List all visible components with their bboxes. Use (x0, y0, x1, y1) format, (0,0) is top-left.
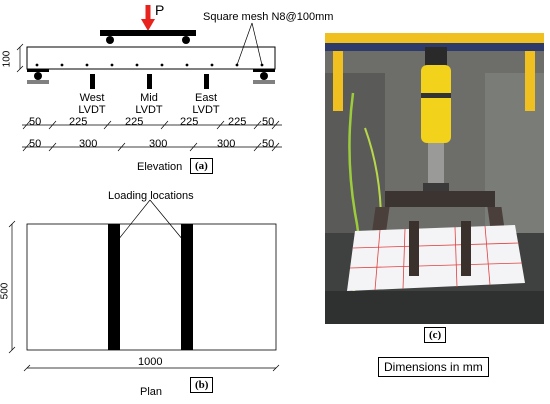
dim-row2-2: 300 (149, 138, 168, 150)
mesh-leader-2 (251, 22, 263, 66)
lvdt-east-line2: LVDT (192, 104, 220, 116)
plan-drawing (8, 199, 280, 372)
dim-row2-0: 50 (29, 138, 42, 150)
dim-row2-3: 300 (217, 138, 236, 150)
support-left (27, 69, 49, 84)
lvdt-mid (147, 74, 152, 89)
length-label: 1000 (138, 356, 163, 368)
lvdt-west-line1: West (79, 92, 105, 104)
lvdt-west-line2: LVDT (78, 104, 106, 116)
lvdt-east-label: East LVDT (186, 92, 226, 116)
load-label: P (155, 2, 165, 18)
lvdt-mid-line1: Mid (140, 92, 158, 104)
loading-locations-label: Loading locations (108, 190, 194, 202)
loading-strip-right (181, 224, 193, 350)
depth-label: 100 (1, 50, 13, 68)
loading-strip-left (108, 224, 120, 350)
dim-row1-4: 225 (228, 116, 247, 128)
dim-row1-2: 225 (125, 116, 144, 128)
test-setup-photo (325, 33, 544, 324)
load-arrow-head (141, 19, 155, 31)
panel-tag-a: (a) (190, 158, 213, 174)
support-right (253, 69, 275, 84)
photo-illustration (325, 33, 544, 324)
dim-row1-1: 225 (69, 116, 88, 128)
elevation-drawing (16, 5, 282, 152)
dim-row1-0: 50 (29, 116, 42, 128)
dim-row1-3: 225 (180, 116, 199, 128)
panel-tag-c: (c) (424, 327, 447, 343)
loading-leader-right (149, 199, 184, 241)
lvdt-mid-label: Mid LVDT (129, 92, 169, 116)
width-label: 500 (0, 282, 11, 300)
dim-row1-5: 50 (262, 116, 275, 128)
lvdt-west-label: West LVDT (72, 92, 112, 116)
dim-row2-4: 50 (262, 138, 275, 150)
loading-leader-left (117, 199, 151, 241)
spreader-beam (100, 30, 196, 36)
spreader-roller-left (106, 36, 114, 44)
dimension-row-2 (22, 142, 282, 152)
spreader-roller-right (182, 36, 190, 44)
lvdt-east-line1: East (194, 92, 217, 104)
plan-slab (26, 223, 277, 351)
plan-caption: Plan (140, 386, 163, 398)
dimension-row-1 (22, 120, 282, 130)
dim-row2-1: 300 (79, 138, 98, 150)
elevation-caption: Elevation (137, 161, 183, 173)
panel-tag-b: (b) (190, 377, 214, 393)
lvdt-west (90, 74, 95, 89)
mesh-label: Square mesh N8@100mm (203, 11, 334, 23)
units-note: Dimensions in mm (378, 357, 489, 377)
slab-section (26, 46, 276, 70)
lvdt-east (204, 74, 209, 89)
mesh-leader-1 (236, 22, 253, 66)
lvdt-mid-line2: LVDT (135, 104, 163, 116)
